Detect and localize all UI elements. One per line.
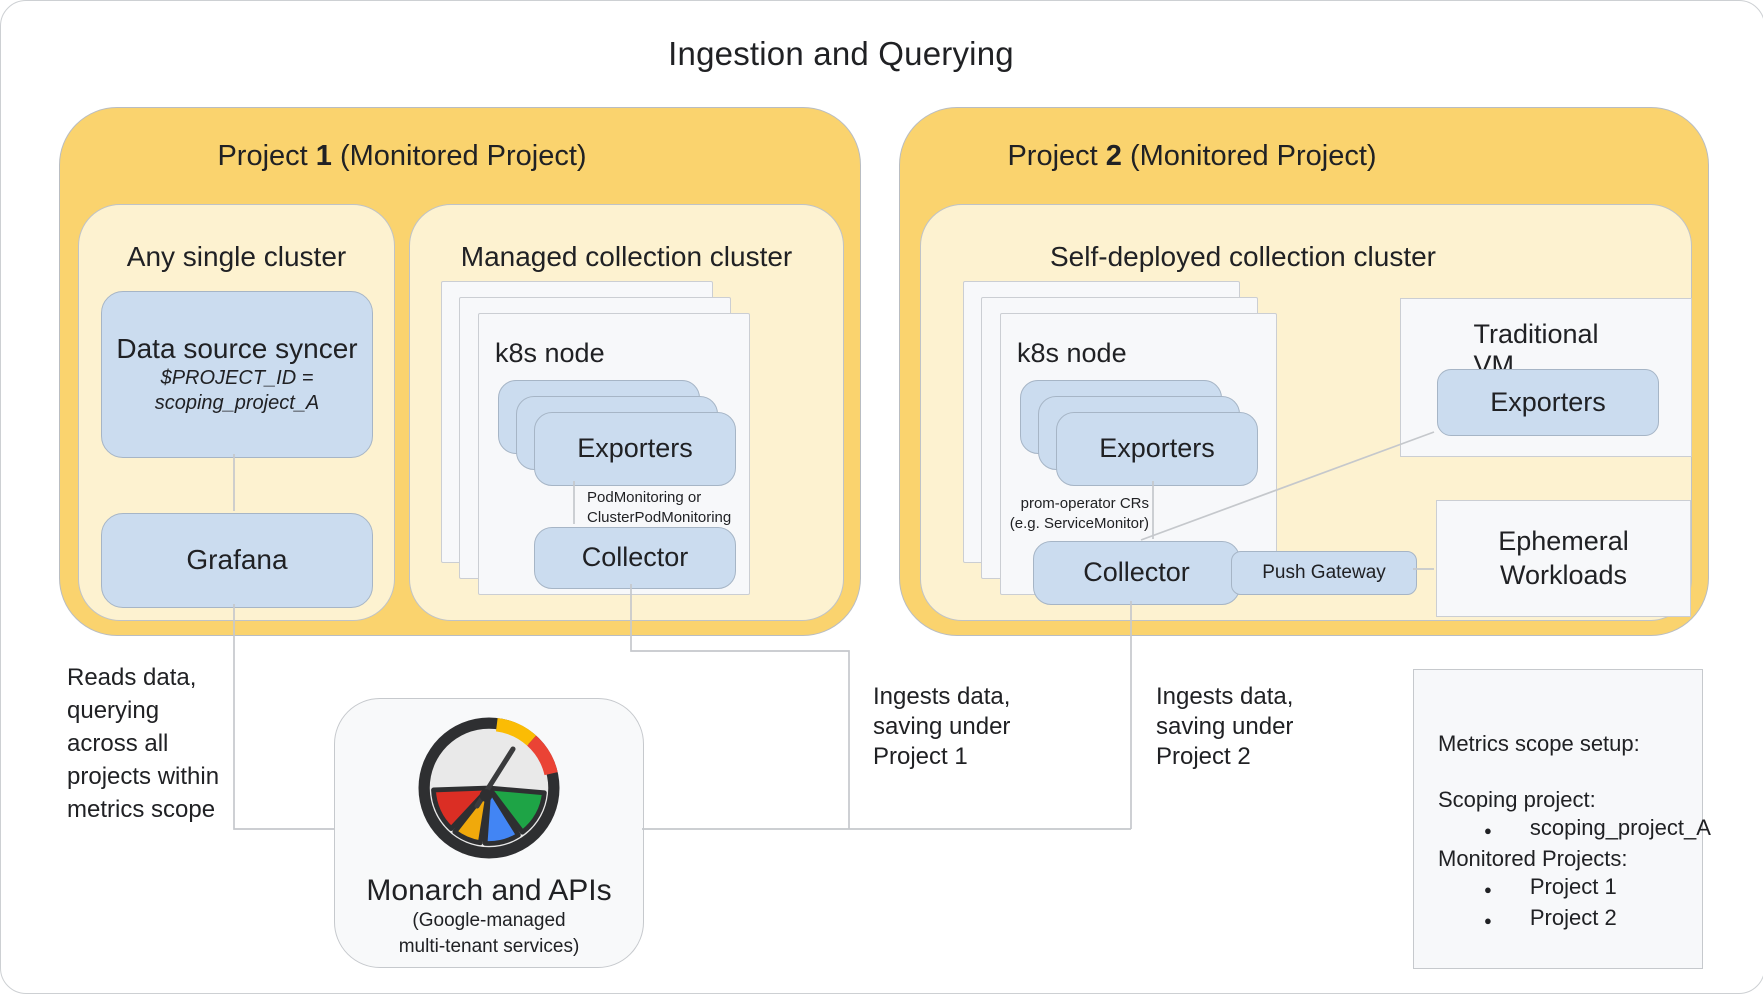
any-single-cluster-label: Any single cluster [126,241,347,272]
project2-container: Project 2 (Monitored Project) Self-deplo… [899,107,1709,636]
scoping-project-label: Scoping project: [1438,787,1596,812]
exporters-label-p2: Exporters [1099,433,1215,464]
reads-data-annotation: Reads data, querying across all projects… [67,661,219,826]
project1-header-number: 1 [315,140,332,172]
monarch-subtitle-line1: (Google-managed [412,910,566,931]
ingest2-line1: Ingests data, [1156,683,1294,710]
monitored-project-item-1: ● Project 1 [1438,873,1692,904]
self-deployed-cluster-box: Self-deployed collection cluster k8s nod… [920,204,1692,621]
exporters-card-front-p2: Exporters [1056,412,1258,486]
reads-line1: Reads data, [67,664,197,691]
project2-header-pre: Project [1007,140,1106,172]
prom-operator-annotation: prom-operator CRs (e.g. ServiceMonitor) [991,494,1149,534]
monarch-subtitle: (Google-managed multi-tenant services) [399,908,580,959]
reads-line4: projects within [67,763,220,790]
monitored-project-1-value: Project 1 [1529,874,1617,899]
ingests-project1-annotation: Ingests data, saving under Project 1 [873,682,1010,772]
bullet-icon: ● [1484,823,1492,838]
data-source-syncer-box: Data source syncer $PROJECT_ID = scoping… [101,291,373,458]
k8s-node-card-front: k8s node Exporters PodMonitoring or Clus… [478,313,750,595]
grafana-label: Grafana [186,544,288,576]
ingest1-line1: Ingests data, [873,683,1011,710]
ephemeral-line2: Workloads [1499,559,1628,590]
grafana-box: Grafana [101,513,373,608]
reads-line2: querying [67,697,160,724]
any-single-cluster-box: Any single cluster Data source syncer $P… [78,204,395,621]
ingest1-line3: Project 1 [873,743,968,770]
prom-operator-line1: prom-operator CRs [1020,495,1149,512]
project2-header: Project 2 (Monitored Project) [1007,140,1376,173]
monitored-projects-label: Monitored Projects: [1438,846,1628,871]
ephemeral-line1: Ephemeral [1498,526,1629,556]
managed-collection-cluster-box: Managed collection cluster k8s node Expo… [409,204,844,621]
project2-header-post: (Monitored Project) [1121,140,1377,172]
monitored-project-2-value: Project 2 [1529,905,1617,930]
project1-header: Project 1 (Monitored Project) [217,140,586,173]
collector-label-p1: Collector [581,542,689,573]
collector-box-p2: Collector [1033,541,1240,605]
scoping-project-item: ● scoping_project_A [1438,814,1711,845]
ingest2-line2: saving under [1156,713,1294,740]
self-deployed-cluster-label: Self-deployed collection cluster [1050,241,1436,272]
pod-monitoring-line1: PodMonitoring or [587,489,702,506]
exporters-label: Exporters [577,433,693,464]
metrics-scope-spacer [1438,758,1692,786]
monarch-gauge-icon [414,713,564,868]
ingest1-line2: saving under [873,713,1011,740]
collector-box-p1: Collector [534,527,736,589]
k8s-node-label-p2: k8s node [1017,338,1127,368]
data-source-syncer-label: Data source syncer [116,333,358,365]
traditional-vm-exporters-label: Exporters [1490,386,1606,417]
pod-monitoring-annotation: PodMonitoring or ClusterPodMonitoring [587,488,752,528]
ingests-project2-annotation: Ingests data, saving under Project 2 [1156,682,1293,772]
push-gateway-box: Push Gateway [1231,551,1417,595]
ephemeral-workloads-box: Ephemeral Workloads [1436,500,1691,617]
collector-label-p2: Collector [1083,557,1190,588]
monarch-box: Monarch and APIs (Google-managed multi-t… [334,698,644,968]
reads-line3: across all [67,730,169,757]
ephemeral-workloads-label: Ephemeral Workloads [1437,525,1690,593]
managed-collection-cluster-label: Managed collection cluster [460,241,793,272]
pod-monitoring-line2: ClusterPodMonitoring [587,508,732,526]
monitored-project-item-2: ● Project 2 [1438,904,1692,935]
bullet-icon: ● [1484,882,1492,897]
metrics-scope-title: Metrics scope setup: [1438,731,1640,756]
project2-header-number: 2 [1105,140,1122,172]
syncer-scoping-project-line: scoping_project_A [154,391,320,414]
k8s-node-label: k8s node [495,338,605,368]
project1-header-post: (Monitored Project) [331,140,587,172]
syncer-project-id-line: $PROJECT_ID = [160,366,314,389]
ingest2-line3: Project 2 [1156,743,1251,770]
monarch-subtitle-line2: multi-tenant services) [398,935,580,957]
connector-grafana-monarch [233,604,334,830]
project1-container: Project 1 (Monitored Project) Any single… [59,107,861,636]
scoping-project-value: scoping_project_A [1529,815,1711,840]
traditional-vm-exporters-box: Exporters [1437,369,1659,436]
metrics-scope-box: Metrics scope setup: Scoping project: ● s… [1413,669,1711,969]
bullet-icon: ● [1484,913,1492,928]
exporters-card-front: Exporters [534,412,736,486]
monarch-title: Monarch and APIs [366,874,612,907]
traditional-vm-box: Traditional VM Exporters [1400,298,1692,457]
project1-header-pre: Project [217,140,316,172]
push-gateway-label: Push Gateway [1262,562,1386,583]
diagram-title: Ingestion and Querying [668,35,1014,72]
prom-operator-line2: (e.g. ServiceMonitor) [1009,514,1149,532]
reads-line5: metrics scope [67,796,216,823]
